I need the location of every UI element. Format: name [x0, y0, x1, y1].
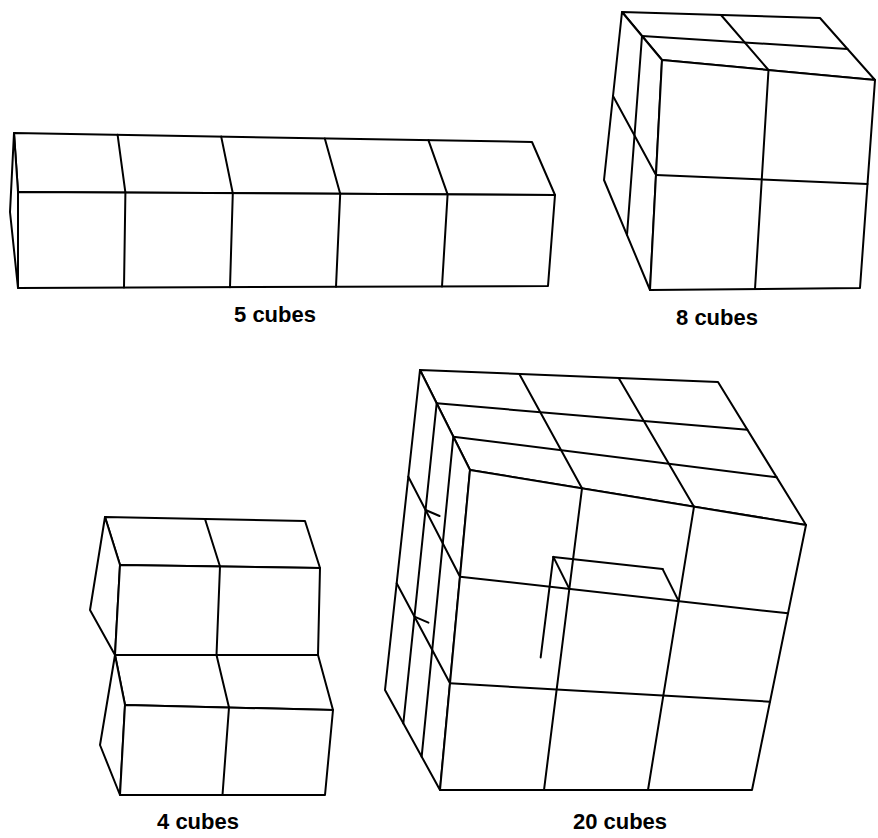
- cube-edge: [230, 193, 233, 287]
- hole-edge: [426, 510, 440, 516]
- figure-caption: 5 cubes: [234, 303, 316, 327]
- cube-edge: [217, 655, 230, 708]
- cube-edge: [613, 96, 656, 175]
- cube-face: [18, 192, 555, 288]
- cube-face: [440, 470, 806, 790]
- cube-face: [10, 133, 18, 288]
- cube-face: [650, 60, 875, 290]
- cube-edge: [519, 374, 582, 488]
- cube-edge: [403, 403, 436, 723]
- cube-edge: [442, 194, 448, 286]
- cube-edge: [544, 488, 582, 790]
- cube-edge: [656, 175, 868, 184]
- hole-edge: [541, 557, 554, 658]
- cube-edge: [428, 140, 447, 194]
- hole-edge: [663, 569, 679, 601]
- cube-edge: [648, 507, 694, 790]
- cube-edge: [217, 567, 221, 656]
- cube-face: [115, 655, 333, 710]
- hole-edge: [553, 557, 662, 569]
- cube-edge: [118, 135, 126, 193]
- cube-edge: [642, 36, 848, 49]
- cube-edge: [124, 193, 125, 288]
- cube-edge: [221, 137, 233, 194]
- cube-face: [120, 705, 333, 795]
- cube-edge: [453, 437, 776, 478]
- cube-edge: [223, 708, 230, 796]
- cube-edge: [437, 403, 748, 429]
- cube-edge: [460, 577, 788, 614]
- cube-face: [14, 133, 555, 195]
- cube-edge: [450, 683, 770, 701]
- cube-edge: [397, 583, 450, 683]
- cube-edge: [408, 477, 460, 577]
- figure-caption: 8 cubes: [676, 306, 758, 330]
- cube-face: [105, 517, 320, 568]
- hole-edge: [553, 557, 569, 589]
- cube-edge: [205, 519, 220, 567]
- cube-edge: [336, 194, 340, 287]
- cube-face: [115, 565, 320, 655]
- cube-edge: [619, 378, 694, 507]
- figure-caption: 20 cubes: [573, 810, 667, 834]
- cube-edge: [325, 138, 340, 193]
- figure-caption: 4 cubes: [157, 810, 239, 834]
- hole-edge: [414, 617, 428, 623]
